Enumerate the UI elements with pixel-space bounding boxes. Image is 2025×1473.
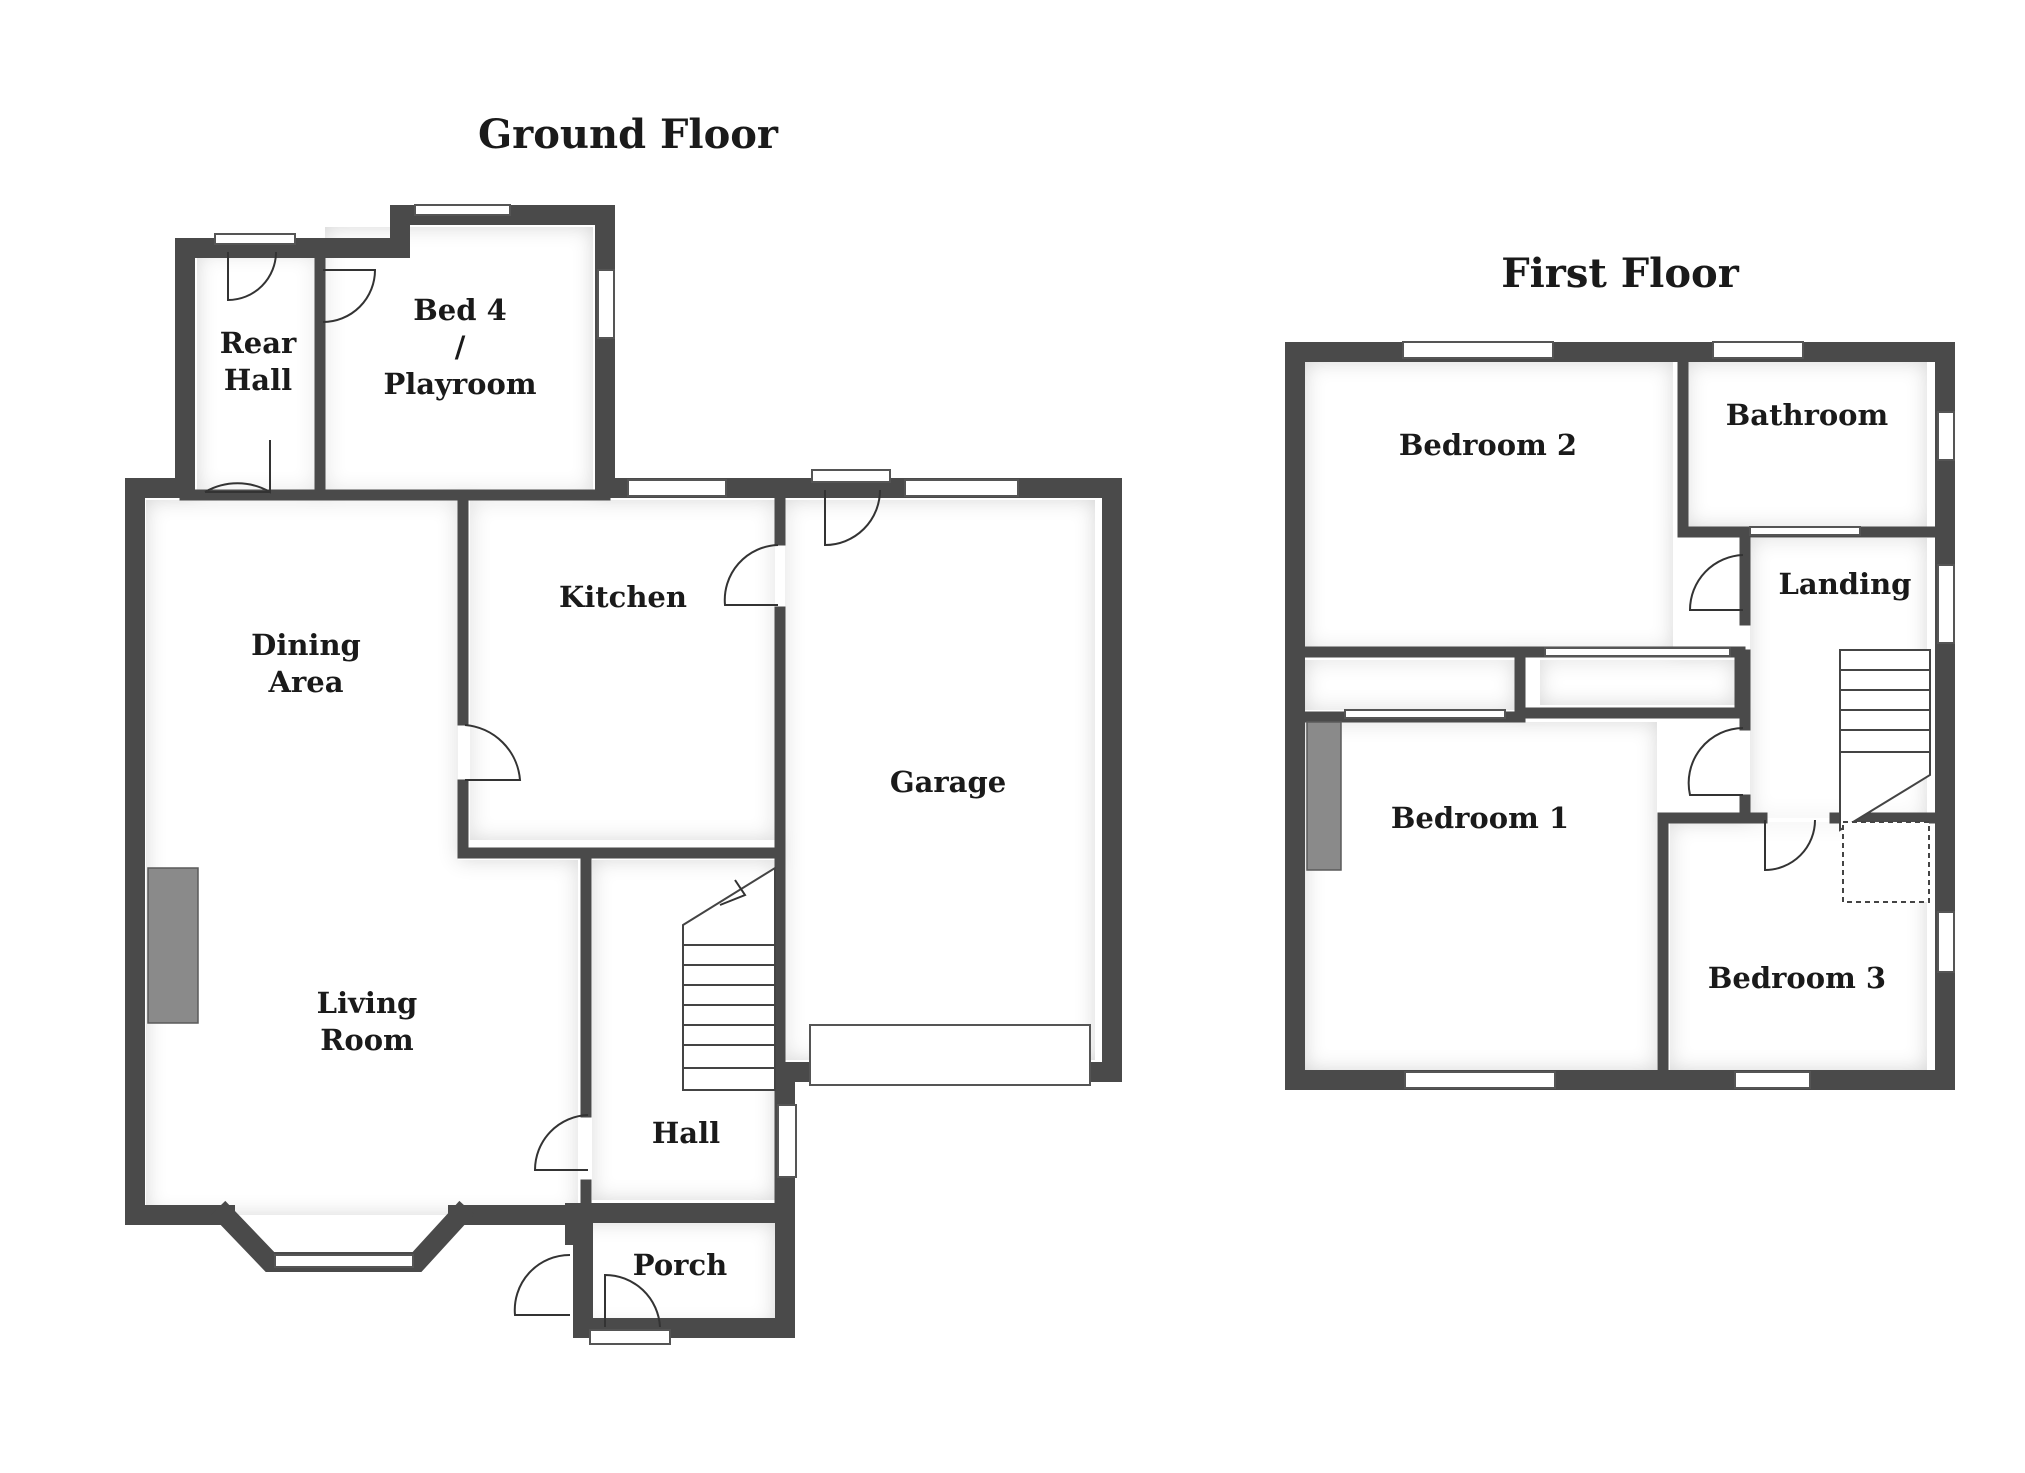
bedroom2-floor [1305,362,1673,650]
dining-label: Area [267,665,343,699]
window-bay [274,1254,414,1268]
door-hall-living [533,1114,589,1171]
window-bedroom3-side [1937,911,1955,973]
window-bedroom1 [1404,1071,1556,1089]
rear-hall-floor [197,252,317,492]
rear-hall-label: Hall [224,363,292,397]
window-kitchen [627,479,727,497]
staircase [682,866,776,1091]
chimney-breast [1306,721,1342,871]
kitchen-floor [470,500,775,840]
porch-wall [565,1203,795,1338]
ground-floor-windows [214,204,1091,1345]
living-lower-floor [458,860,578,1215]
landing-label: Landing [1779,567,1912,601]
garage-door [809,1024,1091,1086]
door-rear-hall-exterior [227,251,277,302]
ground-floor-stairs [682,866,776,1091]
ground-floor-rooms [146,227,1095,1327]
garage-label: Garage [890,765,1006,799]
bathroom-door-slide [1749,526,1861,536]
window-bedroom2 [1402,341,1554,359]
stair-void [1842,821,1930,903]
first-floor-doors [1687,554,1816,872]
window-hall [777,1104,797,1178]
bed4-label: Bed 4 [413,293,507,327]
bedroom2-label: Bedroom 2 [1399,428,1577,462]
garage-floor [785,500,1095,1060]
kitchen-label: Kitchen [559,580,687,614]
bathroom-label: Bathroom [1726,398,1889,432]
wardrobe-bed1 [1344,709,1506,719]
bedroom3-label: Bedroom 3 [1708,961,1886,995]
living-room-label: Room [320,1023,414,1057]
bedroom1-floor [1305,722,1657,1070]
staircase [1839,649,1931,832]
bed4-label: Playroom [383,367,536,401]
fireplace [147,867,199,1024]
window-landing [1937,564,1955,644]
door-kitchen-garage [723,544,779,606]
bed4-floor [325,227,593,492]
door-bed4 [322,269,377,323]
door-porch-front [604,1273,661,1328]
porch-label: Porch [633,1248,727,1282]
first-floor-title: First Floor [1501,250,1740,297]
door-bedroom2 [1688,554,1744,611]
bedroom1-label: Bedroom 1 [1391,801,1569,835]
first-floor-stairs [1839,649,1931,903]
porch-front-door [589,1329,671,1345]
door-porch-hall [513,1253,571,1316]
rear-hall-label: Rear [220,326,297,360]
door-bedroom1 [1687,727,1744,796]
window-garage-top-door [811,469,891,483]
bed4-label: / [455,330,466,364]
ground-floor-title: Ground Floor [478,111,779,158]
dining-living-floor [146,500,458,1215]
window-bathroom-top [1712,341,1804,359]
wardrobe-bed2 [1544,647,1731,657]
window-bed4-side [597,269,615,339]
cupboard2-floor [1540,660,1735,705]
window-bathroom-side [1937,411,1955,461]
ground-floor: Ground Floor [125,111,1122,1345]
bathroom-floor [1687,362,1927,527]
window-garage-top [904,479,1019,497]
living-room-label: Living [317,986,418,1020]
cupboard-floor [1305,660,1515,710]
stair-arrow [719,879,747,906]
door-rear-hall-dining [204,440,271,494]
hall-label: Hall [652,1116,720,1150]
window-bedroom3 [1734,1071,1811,1089]
ground-floor-labels: Rear Hall Bed 4 / Playroom Kitchen Dinin… [220,293,1006,1282]
window-rear-hall [214,233,296,245]
dining-label: Dining [251,628,361,662]
exterior-wall-left [125,478,235,1225]
door-kitchen-dining [464,724,522,781]
ground-floor-doors [204,251,881,1328]
window-bed4-top [414,204,511,216]
door-bedroom3 [1764,819,1816,872]
first-floor-windows [1344,341,1955,1089]
first-floor: First Floor [1285,250,1955,1090]
first-floor-labels: Bedroom 2 Bathroom Landing Bedroom 1 Bed… [1391,398,1912,995]
wall-bedroom3 [1657,812,1768,1081]
door-garage-rear [824,489,881,547]
